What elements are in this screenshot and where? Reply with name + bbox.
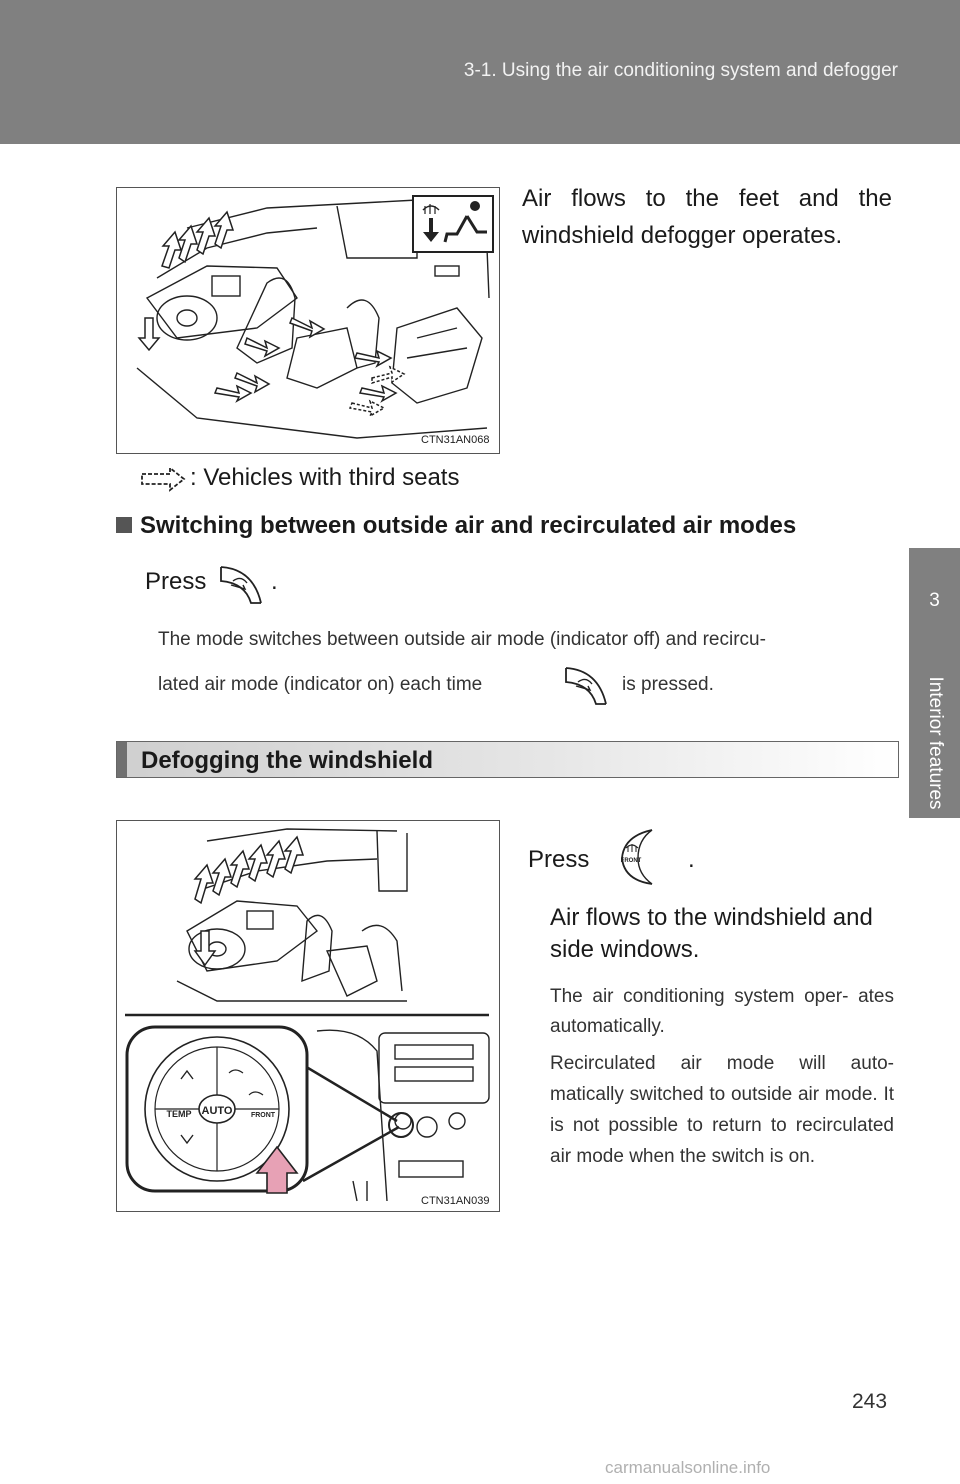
feet-defog-description: Air flows to the feet and the windshield… <box>522 185 892 249</box>
recirc-button-icon-inline <box>565 667 607 705</box>
chapter-title: Interior features <box>915 668 955 818</box>
press-label: Press <box>145 568 207 595</box>
page-header: 3-1. Using the air conditioning system a… <box>0 0 960 144</box>
defog-controls-illustration: AUTO TEMP FRONT <box>125 828 490 1202</box>
chapter-tab: 3 Interior features <box>909 548 960 818</box>
third-seats-legend-text: : Vehicles with third seats <box>190 464 460 491</box>
figure-code: CTN31AN068 <box>419 434 492 446</box>
recirc-note-2b: is pressed. <box>622 674 714 695</box>
car-interior-illustration <box>136 195 494 439</box>
header-section-title: 3-1. Using the air conditioning system a… <box>463 60 898 81</box>
recirc-heading: Switching between outside air and recirc… <box>116 512 796 540</box>
chapter-title-text: Interior features <box>925 676 946 810</box>
foot-defog-mode-icon <box>412 195 494 253</box>
press-period: . <box>271 568 278 595</box>
defog-note-recirc: Recirculated air mode will auto- matical… <box>550 1053 894 1167</box>
section-title: Defogging the windshield <box>141 747 433 774</box>
page-number: 243 <box>852 1390 888 1413</box>
defog-lead: Air flows to the windshield and side win… <box>550 904 873 963</box>
chapter-number: 3 <box>929 590 940 611</box>
front-defog-button-icon: FRONT <box>621 829 653 885</box>
figure-feet-defog: CTN31AN068 <box>116 187 500 454</box>
square-bullet-icon <box>116 516 132 533</box>
dashed-arrow-icon <box>141 466 186 492</box>
watermark: carmanualsonline.info <box>605 1458 771 1477</box>
section-header-defogging: Defogging the windshield <box>116 741 899 778</box>
recirc-note-line1: The mode switches between outside air mo… <box>158 629 766 650</box>
auto-label: AUTO <box>202 1105 233 1117</box>
front-label: FRONT <box>251 1112 276 1119</box>
figure-windshield-defog: AUTO TEMP FRONT CTN31AN039 <box>116 820 500 1212</box>
recirc-heading-text: Switching between outside air and recirc… <box>140 512 797 539</box>
recirc-note-2a: lated air mode (indicator on) each time <box>158 674 483 695</box>
temp-label: TEMP <box>166 1109 191 1119</box>
recirc-button-icon <box>220 566 262 604</box>
press-front-label: Press <box>528 846 590 873</box>
defog-note-auto: The air conditioning system oper- ates a… <box>550 986 894 1037</box>
figure2-code: CTN31AN039 <box>419 1195 492 1207</box>
front-button-label: FRONT <box>621 858 642 864</box>
press-front-period: . <box>688 846 695 873</box>
